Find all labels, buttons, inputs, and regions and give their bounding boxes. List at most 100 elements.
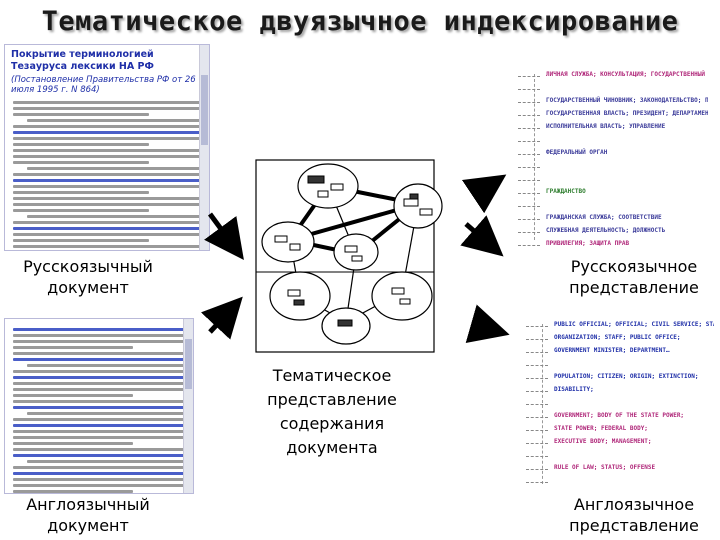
repr-row	[520, 359, 714, 372]
repr-row-text: ИСПОЛНИТЕЛЬНАЯ ВЛАСТЬ; УПРАВЛЕНИЕ	[546, 123, 666, 130]
repr-row-marker	[526, 352, 548, 354]
text-line	[13, 221, 201, 224]
repr-row: STATE POWER; FEDERAL BODY;	[520, 424, 714, 437]
repr-row	[520, 450, 714, 463]
repr-row-marker	[518, 167, 540, 169]
text-line	[13, 161, 149, 164]
text-line	[13, 490, 133, 493]
term-box	[344, 245, 358, 253]
repr-row: ГРАЖДАНСКАЯ СЛУЖБА; СООТВЕТСТВИЕ	[512, 213, 708, 226]
term-box	[391, 287, 405, 295]
ru-document-label: Русскоязычный документ	[23, 257, 153, 297]
en-representation-label: Англоязычное представление	[569, 495, 699, 535]
text-line	[13, 478, 185, 481]
repr-row: ПРИВИЛЕГИЯ; ЗАЩИТА ПРАВ	[512, 239, 708, 248]
text-line	[13, 125, 201, 128]
repr-row-marker	[518, 154, 540, 156]
repr-row-marker	[526, 391, 548, 393]
repr-row-marker	[518, 102, 540, 104]
text-line	[13, 113, 149, 116]
repr-row-text: ГОСУДАРСТВЕННАЯ ВЛАСТЬ; ПРЕЗИДЕНТ; ДЕПАР…	[546, 110, 708, 117]
text-line	[13, 239, 149, 242]
term-box	[289, 243, 301, 251]
repr-row: ФЕДЕРАЛЬНЫЙ ОРГАН	[512, 148, 708, 161]
text-line	[13, 131, 201, 134]
repr-row-marker	[518, 115, 540, 117]
repr-row-marker	[518, 193, 540, 195]
topic-node	[297, 163, 359, 209]
repr-row-text: DISABILITY;	[554, 386, 594, 393]
repr-row-text: ГРАЖДАНСТВО	[546, 188, 586, 195]
text-line	[13, 173, 201, 176]
text-line	[13, 137, 201, 140]
repr-row-text: ORGANIZATION; STAFF; PUBLIC OFFICE;	[554, 334, 681, 341]
text-line	[13, 107, 201, 110]
repr-row: ГРАЖДАНСТВО	[512, 187, 708, 200]
topic-node	[261, 221, 315, 263]
repr-row-marker	[518, 180, 540, 182]
repr-row	[520, 398, 714, 411]
repr-row-marker	[526, 430, 548, 432]
repr-row-marker	[526, 482, 548, 484]
text-line	[13, 334, 185, 337]
text-line	[27, 412, 185, 415]
text-line	[13, 484, 185, 487]
repr-row-text: ПРИВИЛЕГИЯ; ЗАЩИТА ПРАВ	[546, 240, 630, 247]
repr-row-marker	[518, 232, 540, 234]
text-line	[13, 101, 201, 104]
repr-row-text: PUBLIC OFFICIAL; OFFICIAL; CIVIL SERVICE…	[554, 321, 714, 328]
term-boxes	[274, 175, 433, 327]
ru-doc-scroll-thumb[interactable]	[201, 75, 208, 145]
repr-row-marker	[526, 365, 548, 367]
repr-row: GOVERNMENT MINISTER; DEPARTMENT…	[520, 346, 714, 359]
repr-row-marker	[526, 326, 548, 328]
repr-row-marker	[526, 443, 548, 445]
text-line	[13, 328, 185, 331]
text-line	[13, 197, 201, 200]
en-doc-text-lines	[5, 319, 193, 493]
repr-row-text: ЛИЧНАЯ СЛУЖБА; КОНСУЛЬТАЦИЯ; ГОСУДАРСТВЕ…	[546, 71, 708, 78]
repr-row-marker	[518, 206, 540, 208]
repr-row	[512, 200, 708, 213]
text-line	[13, 448, 185, 451]
text-line	[13, 346, 133, 349]
text-line	[27, 167, 201, 170]
repr-row: ИСПОЛНИТЕЛЬНАЯ ВЛАСТЬ; УПРАВЛЕНИЕ	[512, 122, 708, 135]
text-line	[13, 436, 185, 439]
repr-row: ЛИЧНАЯ СЛУЖБА; КОНСУЛЬТАЦИЯ; ГОСУДАРСТВЕ…	[512, 70, 708, 83]
repr-row: DISABILITY;	[520, 385, 714, 398]
repr-row-marker	[526, 339, 548, 341]
repr-row-text: СЛУЖЕБНАЯ ДЕЯТЕЛЬНОСТЬ; ДОЛЖНОСТЬ	[546, 227, 666, 234]
text-line	[13, 143, 149, 146]
term-box	[399, 298, 411, 305]
ru-doc-scrollbar[interactable]	[199, 45, 209, 250]
arrow-graph-to-en-repr	[465, 304, 510, 343]
repr-row: ГОСУДАРСТВЕННАЯ ВЛАСТЬ; ПРЕЗИДЕНТ; ДЕПАР…	[512, 109, 708, 122]
repr-row: ГОСУДАРСТВЕННЫЙ ЧИНОВНИК; ЗАКОНОДАТЕЛЬСТ…	[512, 96, 708, 109]
repr-row-text: POPULATION; CITIZEN; ORIGIN; EXTINCTION;	[554, 373, 699, 380]
text-line	[27, 460, 185, 463]
text-line	[13, 340, 185, 343]
repr-row-marker	[526, 469, 548, 471]
en-doc-scroll-thumb[interactable]	[185, 339, 192, 389]
ru-doc-text-lines	[5, 101, 209, 250]
repr-row	[512, 83, 708, 96]
text-line	[13, 245, 201, 248]
repr-row	[512, 174, 708, 187]
repr-row-marker	[518, 219, 540, 221]
text-line	[13, 382, 185, 385]
thematic-representation-label: Тематическое представление содержания до…	[267, 366, 397, 457]
text-line	[13, 472, 185, 475]
text-line	[27, 364, 185, 367]
repr-row-marker	[518, 141, 540, 143]
en-document-label: Англоязычный документ	[26, 495, 150, 535]
ru-representation-label: Русскоязычное представление	[569, 257, 699, 297]
repr-row: RULE OF LAW; STATUS; OFFENSE	[520, 463, 714, 476]
text-line	[13, 442, 133, 445]
en-representation-panel: PUBLIC OFFICIAL; OFFICIAL; CIVIL SERVICE…	[520, 316, 714, 492]
text-line	[13, 233, 201, 236]
en-doc-scrollbar[interactable]	[183, 319, 193, 493]
term-box	[403, 198, 419, 207]
text-line	[13, 209, 149, 212]
